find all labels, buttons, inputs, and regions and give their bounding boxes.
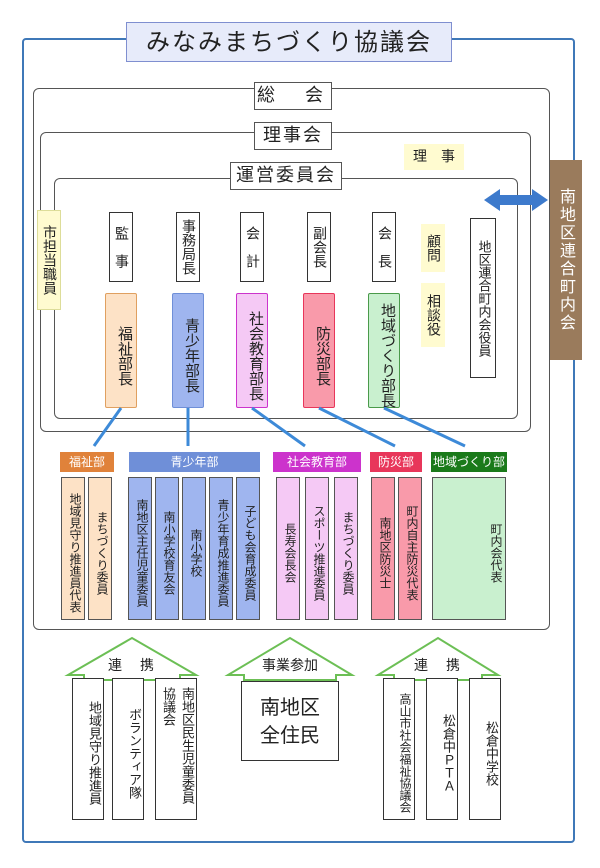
youth-member-3: 南小学校 <box>182 477 206 620</box>
bottom-left-item-3: 協議会 南地区民生児童委員 <box>155 678 197 820</box>
education-member-3: まちづくり委員 <box>334 477 358 620</box>
residents-line-2: 全住民 <box>260 723 320 747</box>
youth-head-box: 青少年部長 <box>172 293 204 408</box>
disaster-header: 防災部 <box>370 452 422 472</box>
consultant-box: 相談役 <box>421 283 445 347</box>
secretary-box: 事務局長 <box>176 212 200 282</box>
left-link-label: 連 携 <box>108 658 156 674</box>
federation-officers-box: 地区連合町内会役員 <box>470 218 496 378</box>
bottom-right-item-3: 松倉中学校 <box>469 678 501 820</box>
chair-box: 会 長 <box>372 212 396 282</box>
youth-member-4: 青少年育成推進委員 <box>209 477 233 620</box>
youth-member-2: 南小学校育友会 <box>155 477 179 620</box>
disaster-member-2: 町内自主防災代表 <box>398 477 422 620</box>
welfare-member-2: まちづくり委員 <box>88 477 112 620</box>
youth-header: 青少年部 <box>129 452 260 472</box>
youth-member-5: 子ども会育成委員 <box>236 477 260 620</box>
vice-chair-box: 副会長 <box>307 212 331 282</box>
community-header: 地域づくり部 <box>431 452 507 472</box>
welfare-head-box: 福祉部長 <box>105 293 137 408</box>
right-link-arrow <box>374 636 502 681</box>
bottom-left-item-2: ボランティア隊 <box>112 678 144 820</box>
center-participation-arrow <box>224 636 356 681</box>
welfare-header: 福祉部 <box>60 452 114 472</box>
bottom-right-item-2: 松倉中ＰＴＡ <box>426 678 458 820</box>
accounting-box: 会 計 <box>240 212 264 282</box>
bottom-left-item-1: 地域見守り推進員 <box>72 678 104 820</box>
auditor-box: 監 事 <box>109 212 133 282</box>
city-staff-box: 市担当職員 <box>37 210 61 310</box>
left-link-arrow <box>64 636 200 681</box>
youth-member-1: 南地区主任児童委員 <box>128 477 152 620</box>
residents-box: 南地区 全住民 <box>241 681 339 761</box>
bottom-right-item-1: 高山市社会福祉協議会 <box>383 678 415 820</box>
disaster-member-1: 南地区防災士 <box>371 477 395 620</box>
disaster-head-box: 防災部長 <box>303 293 335 408</box>
page-title: みなみまちづくり協議会 <box>126 22 452 62</box>
double-arrow-icon <box>484 189 548 211</box>
bottom-left-item-3a: 協議会 <box>160 687 175 726</box>
federation-box: 南地区連合町内会 <box>550 160 582 360</box>
education-header: 社会教育部 <box>273 452 361 472</box>
steering-label: 運営委員会 <box>230 162 342 190</box>
center-participation-label: 事業参加 <box>262 658 318 674</box>
welfare-member-1: 地域見守り推進員代表 <box>61 477 85 620</box>
residents-line-1: 南地区 <box>260 695 320 719</box>
community-head-box: 地域づくり部長 <box>368 293 400 408</box>
board-members-label: 理 事 <box>404 144 464 170</box>
education-member-2: スポーツ推進委員 <box>305 477 329 620</box>
education-member-1: 長寿会長会 <box>276 477 300 620</box>
community-member-1: 町内会代表 <box>432 477 506 620</box>
board-label: 理事会 <box>254 122 332 150</box>
education-head-box: 社会教育部長 <box>236 293 268 408</box>
bottom-left-item-3b: 南地区民生児童委員 <box>179 687 194 804</box>
right-link-label: 連 携 <box>414 658 462 674</box>
general-assembly-label: 総 会 <box>254 82 332 110</box>
advisor-box: 顧問 <box>421 224 445 272</box>
